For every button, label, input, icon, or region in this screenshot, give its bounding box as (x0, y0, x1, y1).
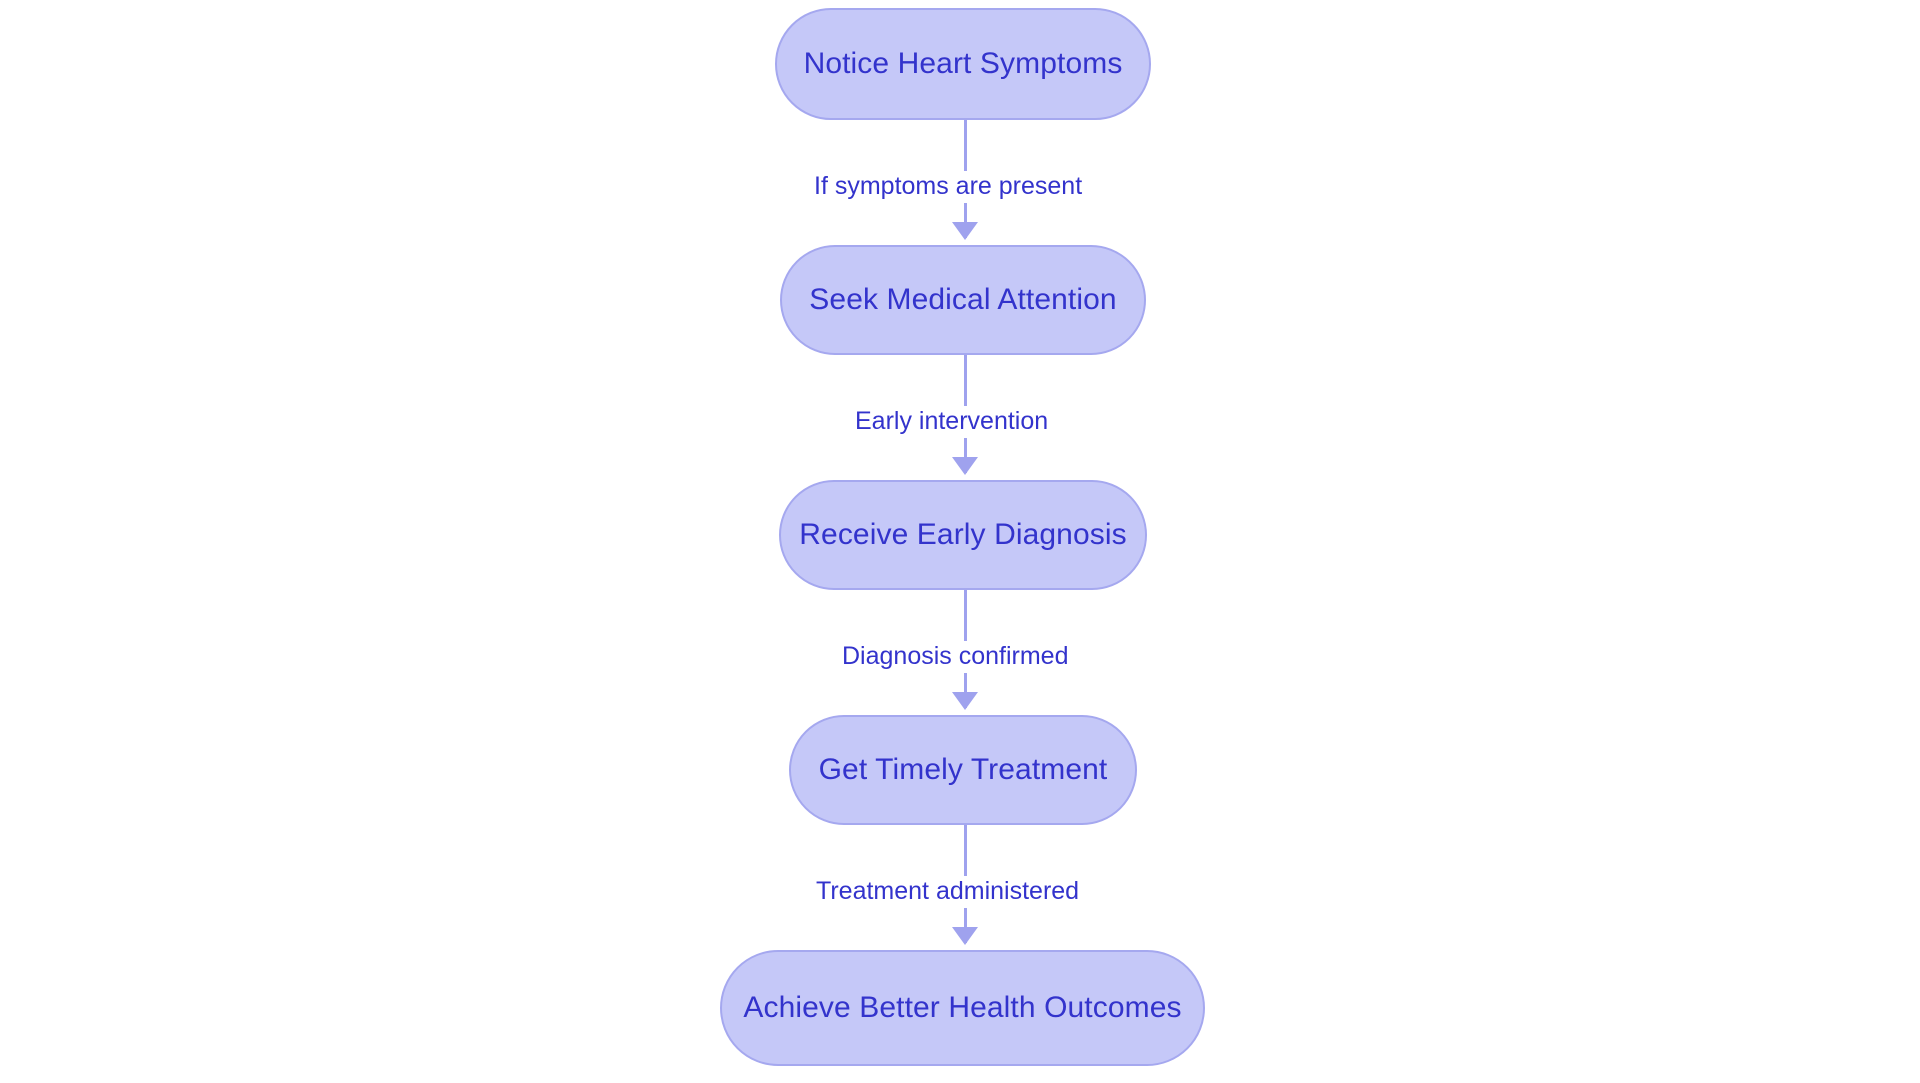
flow-node-label: Achieve Better Health Outcomes (743, 991, 1182, 1024)
flow-node-notice-heart-symptoms[interactable]: Notice Heart Symptoms (775, 8, 1151, 120)
flow-node-label: Get Timely Treatment (818, 753, 1108, 786)
flow-node-label: Seek Medical Attention (809, 283, 1117, 316)
flow-edge-label-3: Diagnosis confirmed (838, 641, 1073, 673)
flow-edge-label-4: Treatment administered (812, 876, 1084, 908)
flow-node-label: Notice Heart Symptoms (803, 47, 1123, 80)
flow-node-get-timely-treatment[interactable]: Get Timely Treatment (789, 715, 1137, 825)
arrow-down-icon (952, 927, 978, 945)
flow-node-achieve-better-health-outcomes[interactable]: Achieve Better Health Outcomes (720, 950, 1205, 1066)
flow-node-label: Receive Early Diagnosis (799, 518, 1127, 551)
flow-node-seek-medical-attention[interactable]: Seek Medical Attention (780, 245, 1146, 355)
arrow-down-icon (952, 457, 978, 475)
flow-edge-label-1: If symptoms are present (810, 171, 1087, 203)
flow-edge-label-2: Early intervention (851, 406, 1053, 438)
arrow-down-icon (952, 222, 978, 240)
arrow-down-icon (952, 692, 978, 710)
flow-node-receive-early-diagnosis[interactable]: Receive Early Diagnosis (779, 480, 1147, 590)
